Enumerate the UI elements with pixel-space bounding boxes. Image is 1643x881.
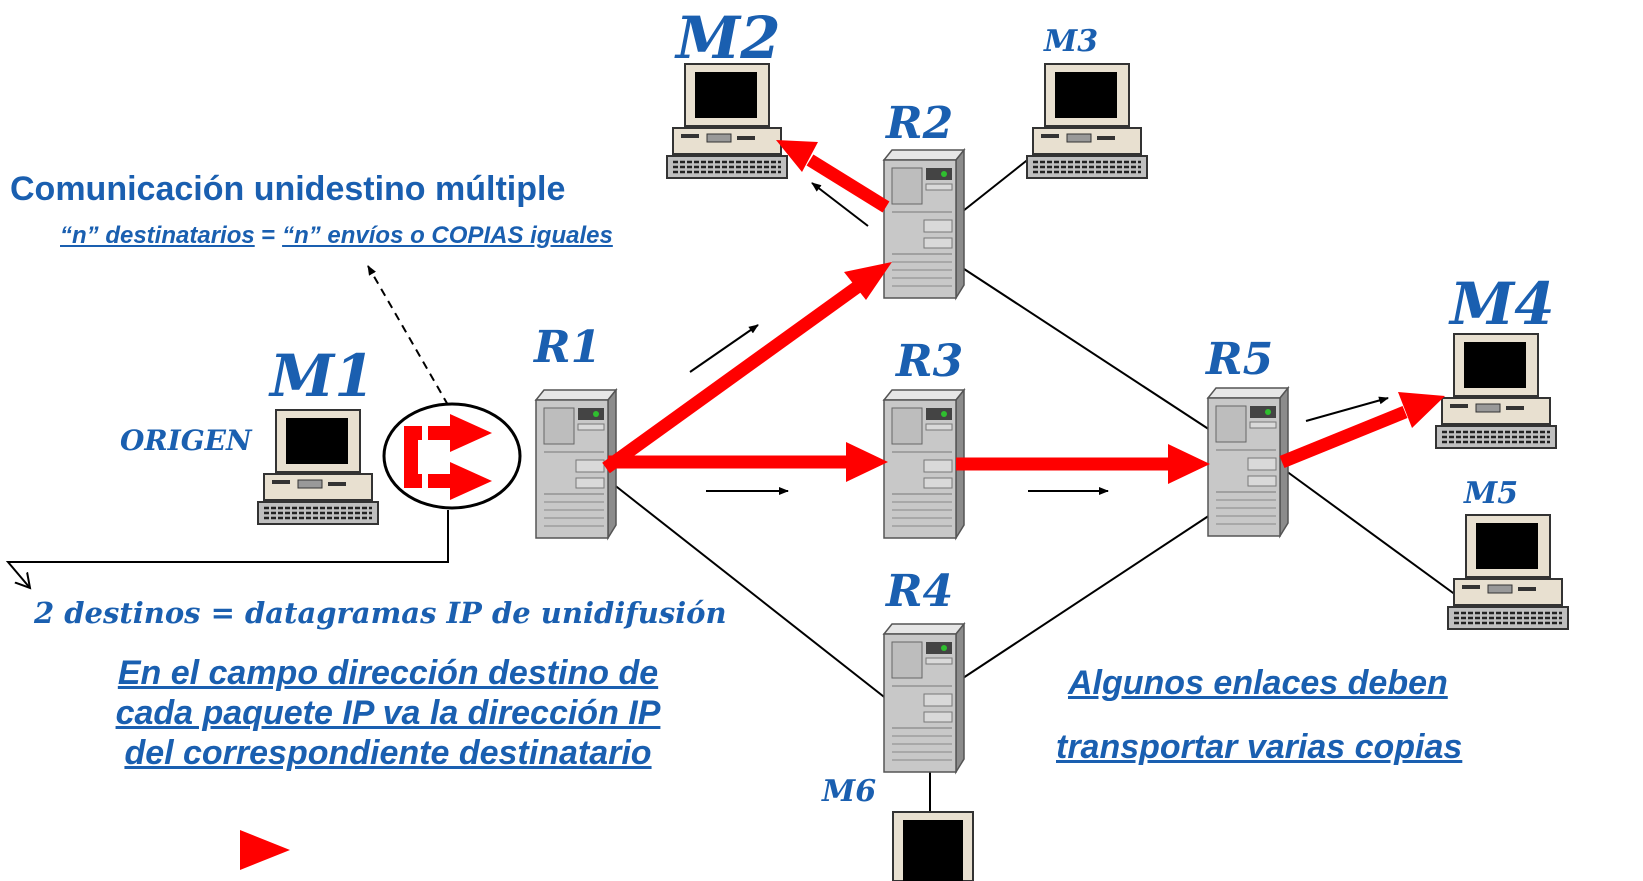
address-note: En el campo dirección destino de cada pa… — [48, 653, 728, 773]
direction-arrows — [689, 182, 1389, 495]
router-r4-label: R4 — [886, 566, 954, 617]
copy-duplication-symbol — [382, 402, 522, 510]
host-m6-label: M6 — [822, 774, 877, 809]
router-r2-icon — [883, 149, 965, 299]
address-note-line-1: En el campo dirección destino de — [117, 654, 659, 692]
router-r1-label: R1 — [534, 322, 602, 373]
router-r4-icon — [883, 623, 965, 773]
computer-m5-icon — [1446, 513, 1570, 631]
destinations-note: 2 destinos = datagramas IP de unidifusió… — [34, 596, 727, 630]
origin-label: ORIGEN — [120, 424, 252, 457]
computer-m4-icon — [1434, 332, 1558, 450]
router-r3-icon — [883, 389, 965, 539]
computer-m6-icon — [892, 811, 974, 881]
links-note-line-1: Algunos enlaces deben — [1068, 664, 1448, 702]
host-m1-label: M1 — [270, 342, 375, 410]
link-r5-m5 — [1281, 467, 1461, 599]
computer-m3-icon — [1025, 62, 1149, 180]
router-r3-label: R3 — [896, 336, 964, 387]
links-note-line-2: transportar varias copias — [1056, 728, 1463, 766]
link-r4-r5 — [959, 514, 1211, 681]
address-note-line-2: cada paquete IP va la dirección IP — [115, 694, 661, 732]
host-m4-label: M4 — [1450, 270, 1555, 338]
copy-paths — [602, 140, 1445, 484]
computer-m2-icon — [665, 62, 789, 180]
router-r2-label: R2 — [886, 98, 954, 149]
router-r5-icon — [1207, 387, 1289, 537]
network-links — [607, 149, 1461, 815]
diagram-title: Comunicación unidestino múltiple — [10, 170, 566, 208]
legend-red-arrow — [240, 830, 290, 870]
subtitle-copies: “n” envíos o COPIAS iguales — [282, 222, 613, 249]
link-r1-r4 — [607, 479, 889, 701]
destinations-connector — [5, 510, 449, 588]
host-m2-label: M2 — [676, 4, 781, 72]
host-m5-label: M5 — [1464, 476, 1519, 511]
dashed-pointer — [367, 265, 449, 406]
link-r2-r5 — [957, 264, 1211, 431]
host-m3-label: M3 — [1044, 24, 1099, 59]
computer-m1-icon — [256, 408, 380, 526]
address-note-line-3: del correspondiente destinatario — [124, 734, 652, 772]
subtitle-equals: = — [254, 222, 283, 249]
subtitle-recipients: “n” destinatarios — [60, 222, 255, 249]
router-r5-label: R5 — [1206, 334, 1274, 385]
diagram-subtitle: “n” destinatarios = “n” envíos o COPIAS … — [60, 222, 613, 250]
